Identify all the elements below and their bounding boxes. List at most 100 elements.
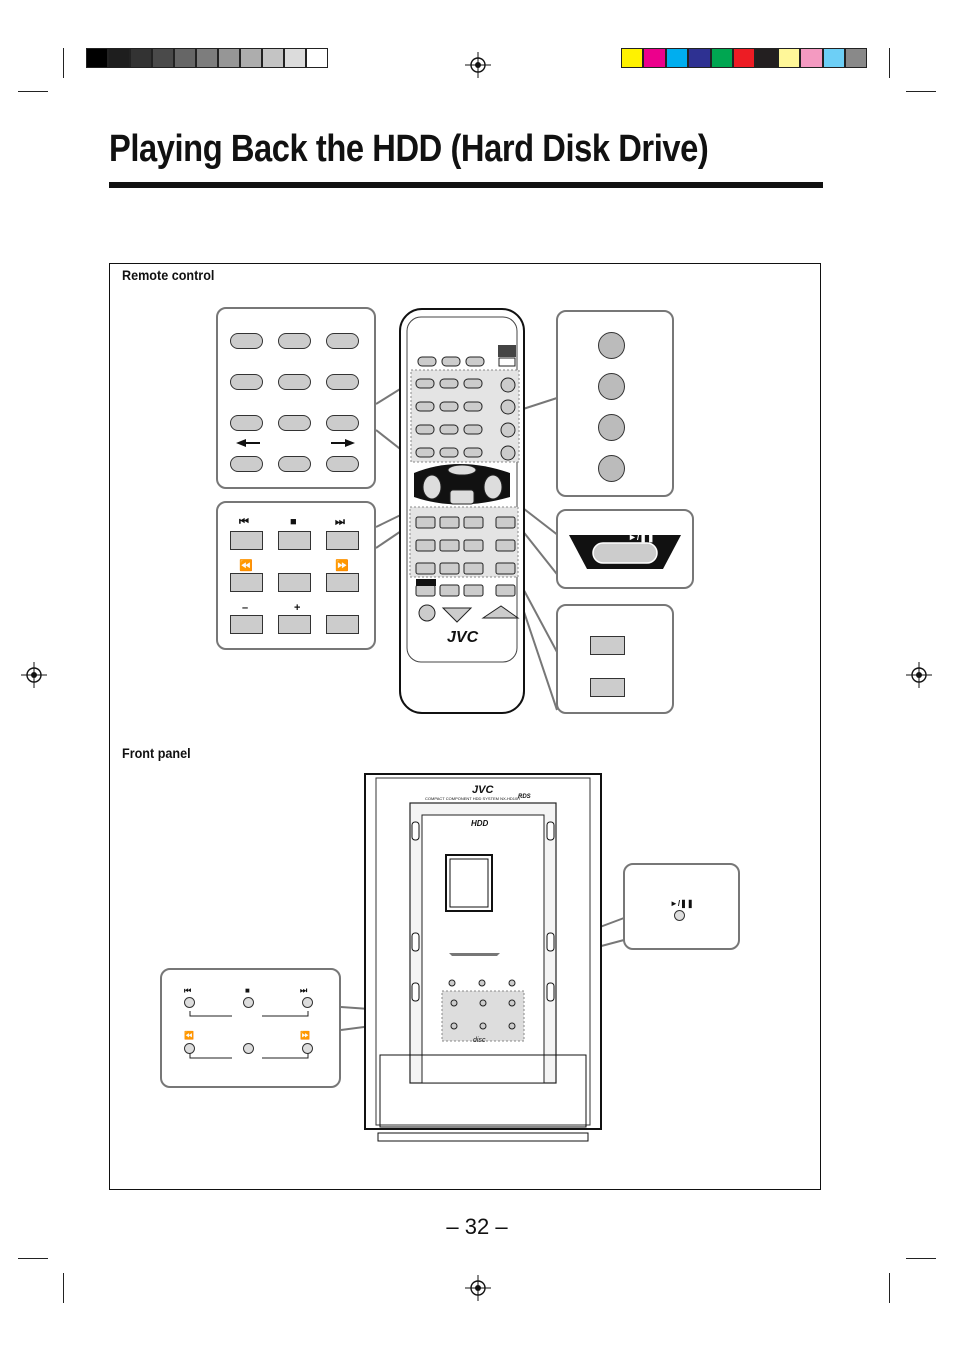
rewind-button[interactable] (230, 573, 263, 592)
number-key[interactable] (326, 374, 359, 390)
rect-button-1[interactable] (590, 636, 625, 655)
front-panel-label: Front panel (122, 745, 191, 761)
crop-mark (63, 48, 64, 78)
callout-front-play-pause (623, 863, 740, 950)
front-center-button[interactable] (243, 1043, 254, 1054)
front-fast-forward-icon: ⏩ (300, 1031, 310, 1040)
rect-button-2[interactable] (590, 678, 625, 697)
center-button[interactable] (278, 573, 311, 592)
color-swatch (710, 48, 733, 68)
number-key[interactable] (278, 333, 311, 349)
title-underline (109, 182, 823, 188)
remote-brand-logo: JVC (447, 629, 479, 646)
callout-front-transport (160, 968, 341, 1088)
round-button-3[interactable] (598, 414, 625, 441)
rds-logo: RDS (518, 794, 531, 800)
round-button-1[interactable] (598, 332, 625, 359)
number-key[interactable] (326, 333, 359, 349)
color-swatch (688, 48, 711, 68)
color-swatch (643, 48, 666, 68)
registration-target-icon (465, 1275, 491, 1301)
registration-target-icon (21, 662, 47, 688)
color-swatch (755, 48, 778, 68)
number-key[interactable] (278, 456, 311, 472)
color-swatch (284, 48, 306, 68)
minus-symbol: – (242, 602, 249, 614)
front-stop-button[interactable] (243, 997, 254, 1008)
illustration-frame (109, 263, 821, 1190)
crop-mark (906, 1258, 936, 1259)
color-swatch (86, 48, 108, 68)
left-arrow-icon (236, 439, 260, 447)
disc-logo: disc (473, 1037, 486, 1044)
fast-forward-button[interactable] (326, 573, 359, 592)
page-title: Playing Back the HDD (Hard Disk Drive) (109, 128, 709, 170)
prev-button[interactable] (230, 531, 263, 550)
front-next-button[interactable] (302, 997, 313, 1008)
registration-target-icon (465, 52, 491, 78)
next-button[interactable] (326, 531, 359, 550)
crop-mark (18, 91, 48, 92)
crop-mark (63, 1273, 64, 1303)
callout-rect-keys (556, 604, 674, 714)
hdd-logo: HDD (471, 819, 489, 828)
front-brand-logo: JVC (472, 784, 494, 796)
remote-control-illustration (399, 308, 525, 714)
front-rewind-icon: ⏪ (184, 1031, 194, 1040)
color-swatch (174, 48, 196, 68)
number-key[interactable] (230, 333, 263, 349)
plus-symbol: + (294, 602, 301, 614)
color-swatch (152, 48, 174, 68)
stop-button[interactable] (278, 531, 311, 550)
color-swatch (800, 48, 823, 68)
crop-mark (906, 91, 936, 92)
number-key[interactable] (278, 415, 311, 431)
color-swatch (240, 48, 262, 68)
color-swatch (218, 48, 240, 68)
front-prev-icon: ⏮ (184, 986, 192, 995)
color-swatch (108, 48, 130, 68)
plus-button[interactable] (278, 615, 311, 634)
page-number: – 32 – (446, 1214, 508, 1239)
color-swatch (196, 48, 218, 68)
color-swatch (130, 48, 152, 68)
color-swatch (306, 48, 328, 68)
number-key[interactable] (326, 415, 359, 431)
color-swatch (777, 48, 801, 68)
front-stop-icon: ■ (245, 986, 250, 995)
play-pause-icon: ►/❚❚ (628, 532, 655, 542)
crop-mark (18, 1258, 48, 1259)
number-key[interactable] (230, 374, 263, 390)
color-swatch (621, 48, 644, 68)
color-swatch (665, 48, 689, 68)
crop-mark (889, 48, 890, 78)
round-button-4[interactable] (598, 455, 625, 482)
stop-icon: ■ (290, 516, 297, 528)
prev-icon: ⏮ (239, 516, 249, 528)
color-swatch (262, 48, 284, 68)
rewind-icon: ⏪ (239, 560, 253, 572)
front-play-pause-button[interactable] (674, 910, 685, 921)
color-swatch (822, 48, 845, 68)
extra-button[interactable] (326, 615, 359, 634)
number-key[interactable] (230, 456, 263, 472)
round-button-2[interactable] (598, 373, 625, 400)
registration-target-icon (906, 662, 932, 688)
front-model-text: COMPACT COMPONENT HDD SYSTEM NX-HD10R (425, 796, 521, 801)
number-key[interactable] (278, 374, 311, 390)
crop-mark (889, 1273, 890, 1303)
number-key[interactable] (230, 415, 263, 431)
remote-control-label: Remote control (122, 267, 215, 283)
color-swatch (733, 48, 756, 68)
front-prev-button[interactable] (184, 997, 195, 1008)
color-swatch (845, 48, 868, 68)
front-next-icon: ⏭ (300, 986, 308, 995)
next-icon: ⏭ (335, 516, 345, 528)
front-bracket-lines (189, 1011, 309, 1059)
minus-button[interactable] (230, 615, 263, 634)
play-pause-key-illustration (569, 535, 681, 569)
right-arrow-icon (331, 439, 355, 447)
front-play-pause-icon: ►/❚❚ (670, 899, 694, 908)
number-key[interactable] (326, 456, 359, 472)
front-panel-illustration (364, 773, 602, 1142)
